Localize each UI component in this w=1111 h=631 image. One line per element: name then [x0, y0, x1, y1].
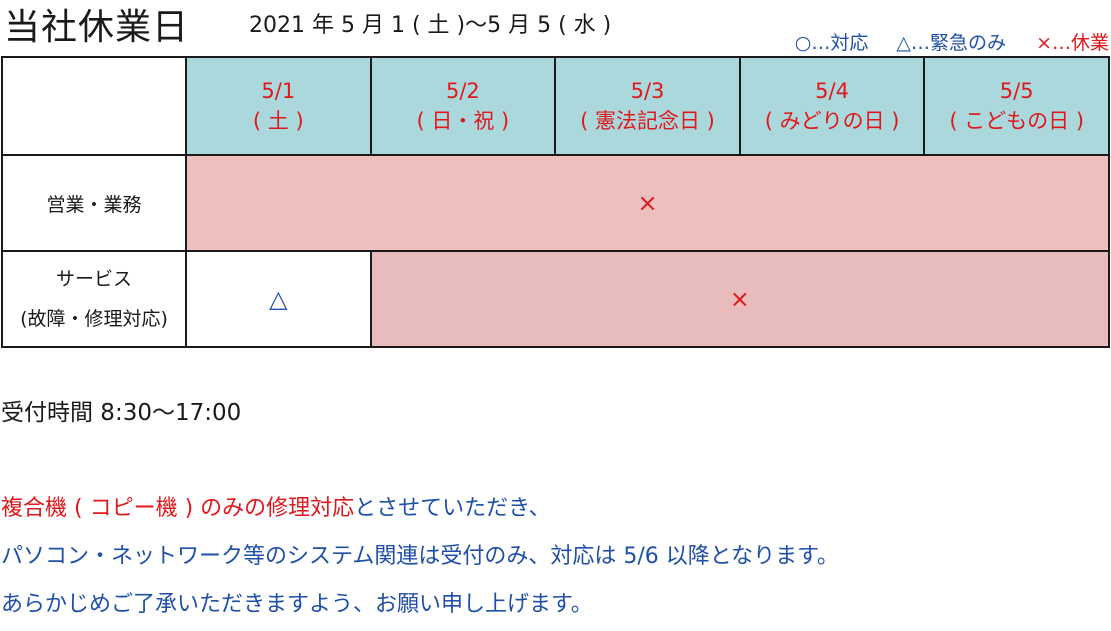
- day-date: 5/5: [999, 79, 1034, 103]
- legend-closed: ×…休業: [1036, 32, 1109, 54]
- day-header-5-5: 5/5 ( こどもの日 ): [923, 56, 1110, 156]
- day-date: 5/2: [445, 79, 480, 103]
- day-name: ( 土 ): [252, 109, 304, 133]
- day-name: ( 日・祝 ): [416, 109, 510, 133]
- closed-mark: ×: [729, 285, 750, 313]
- notice-highlight: 複合機 ( コピー機 ) のみの修理対応: [1, 496, 355, 521]
- day-date: 5/3: [630, 79, 665, 103]
- day-header-5-4: 5/4 ( みどりの日 ): [738, 56, 926, 156]
- reception-hours: 受付時間 8:30〜17:00: [1, 400, 242, 426]
- holiday-schedule-table: 5/1 ( 土 ) 5/2 ( 日・祝 ) 5/3 ( 憲法記念日 ) 5/4 …: [1, 56, 1111, 348]
- closure-date-range: 2021 年 5 月 1 ( 土 )〜5 月 5 ( 水 ): [249, 13, 612, 38]
- row-label-service-line2: (故障・修理対応): [20, 308, 168, 330]
- service-emergency-cell: △: [185, 250, 372, 348]
- legend-emergency: △…緊急のみ: [896, 32, 1007, 54]
- notice-text: 複合機 ( コピー機 ) のみの修理対応とさせていただき、 パソコン・ネットワー…: [1, 485, 839, 629]
- notice-line-3: あらかじめご了承いただきますよう、お願い申し上げます。: [1, 592, 593, 617]
- legend-available: ○…対応: [794, 32, 869, 54]
- page-title: 当社休業日: [4, 7, 190, 48]
- row-label-sales: 営業・業務: [1, 154, 187, 252]
- row-label-service-line1: サービス: [55, 268, 132, 290]
- notice-line-1: 複合機 ( コピー機 ) のみの修理対応とさせていただき、: [1, 485, 839, 533]
- notice-line-1-rest: とさせていただき、: [354, 496, 551, 521]
- day-date: 5/1: [261, 79, 296, 103]
- service-closed-cell: ×: [369, 250, 1111, 348]
- notice-line-2: パソコン・ネットワーク等のシステム関連は受付のみ、対応は 5/6 以降となります…: [1, 544, 839, 569]
- day-header-5-2: 5/2 ( 日・祝 ): [369, 56, 557, 156]
- legend: ○…対応 △…緊急のみ ×…休業: [795, 28, 1109, 55]
- closed-mark: ×: [637, 189, 658, 217]
- table-row-sales: 営業・業務 ×: [1, 154, 1110, 252]
- day-header-5-1: 5/1 ( 土 ): [185, 56, 372, 156]
- day-date: 5/4: [815, 79, 849, 103]
- day-name: ( みどりの日 ): [764, 109, 900, 133]
- table-header-row: 5/1 ( 土 ) 5/2 ( 日・祝 ) 5/3 ( 憲法記念日 ) 5/4 …: [1, 56, 1110, 156]
- sales-closed-cell: ×: [185, 154, 1110, 252]
- row-label-service: サービス (故障・修理対応): [1, 250, 187, 348]
- table-row-service: サービス (故障・修理対応) △ ×: [1, 250, 1111, 348]
- header-corner-cell: [1, 56, 187, 156]
- day-name: ( こどもの日 ): [949, 109, 1085, 133]
- day-name: ( 憲法記念日 ): [580, 109, 715, 133]
- day-header-5-3: 5/3 ( 憲法記念日 ): [554, 56, 741, 156]
- emergency-mark: △: [269, 285, 288, 313]
